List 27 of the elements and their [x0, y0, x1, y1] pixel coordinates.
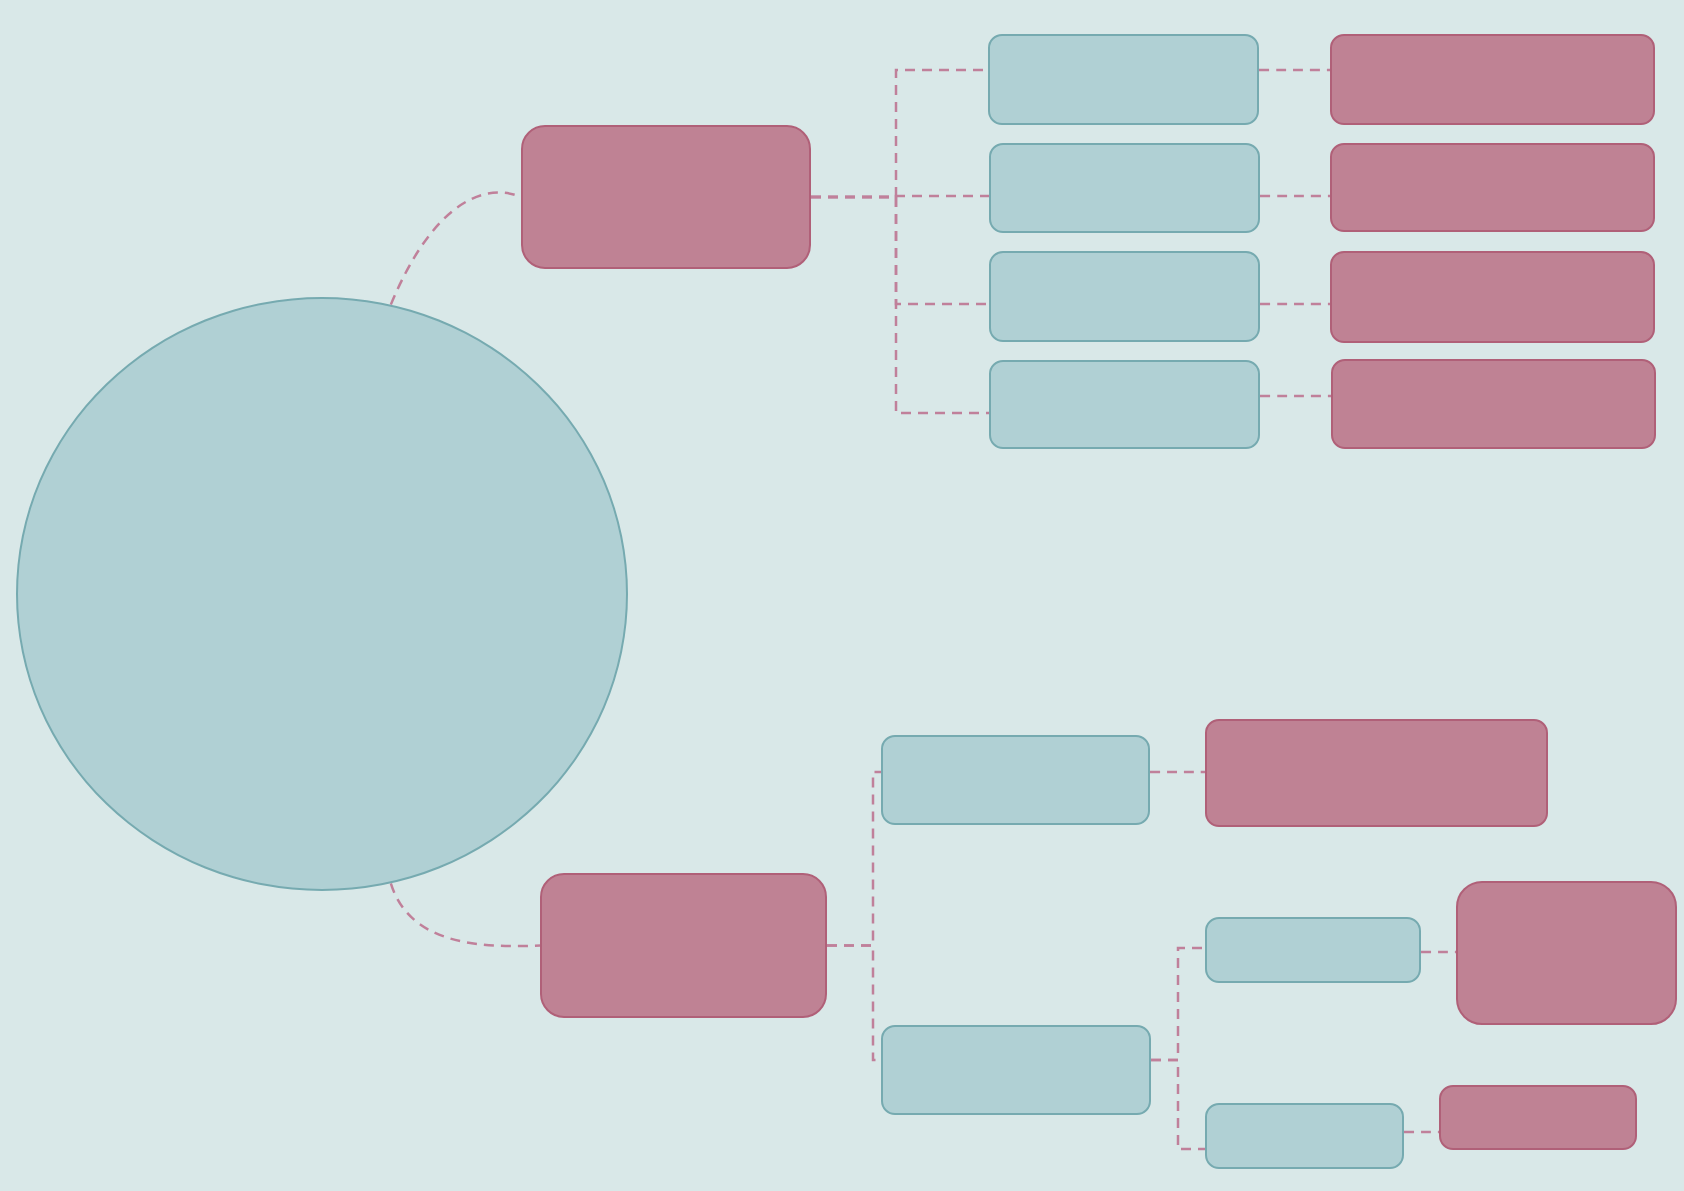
rounded-box [1205, 917, 1421, 983]
dashed-connector [1260, 302, 1330, 306]
rounded-box [1331, 359, 1656, 449]
rounded-box [988, 34, 1259, 125]
rounded-box [1205, 1103, 1404, 1169]
rounded-box [540, 873, 827, 1018]
dashed-connector [1151, 1058, 1205, 1151]
rounded-box [1330, 251, 1655, 343]
dashed-connector [1260, 194, 1330, 198]
dashed-connector [1421, 950, 1456, 954]
rounded-box [881, 735, 1150, 825]
dashed-connector [1150, 770, 1205, 774]
rounded-box [1330, 143, 1655, 232]
dashed-connector [811, 195, 989, 415]
rounded-box [881, 1025, 1151, 1115]
dashed-connector [1260, 394, 1331, 398]
rounded-box [1330, 34, 1655, 125]
rounded-box [989, 251, 1260, 342]
dashed-connector [1259, 68, 1330, 72]
rounded-box [1205, 719, 1548, 827]
dashed-connector [1404, 1130, 1439, 1134]
dashed-connector [389, 882, 541, 948]
rounded-box [989, 360, 1260, 449]
rounded-box [1439, 1085, 1637, 1150]
rounded-box [989, 143, 1260, 233]
rounded-box [1456, 881, 1677, 1025]
rounded-box [521, 125, 811, 269]
